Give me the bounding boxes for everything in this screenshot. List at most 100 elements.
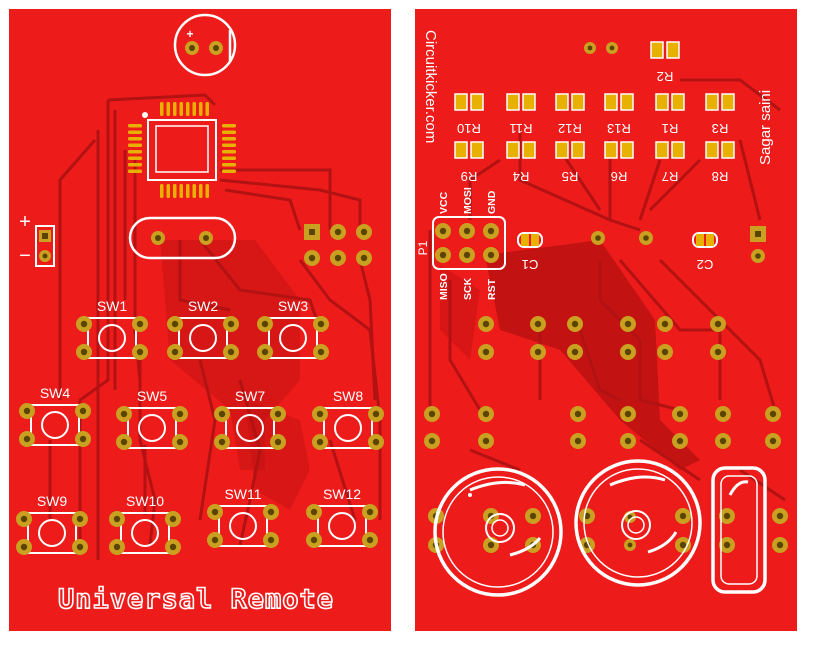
through-hole-pad [624,539,636,551]
tactile-switch-footprint: SW2 [167,298,239,360]
switch-label: SW1 [97,298,128,314]
through-hole-pad [620,316,636,332]
led-plus-label: + [186,27,193,41]
through-hole-pad [530,344,546,360]
chip-pin [186,102,190,116]
through-hole-pad [620,344,636,360]
through-hole-pad [715,406,731,422]
chip-pin [179,184,183,198]
smd-resistor-footprint: R7 [655,141,685,184]
component-label: R12 [558,121,582,136]
battery-connector: + − [19,211,55,267]
copper-pour-region [485,240,700,470]
chip-pin [128,130,142,134]
through-hole-pad [675,537,691,553]
component-label: R11 [510,121,533,136]
pin-label: VCC [438,191,450,214]
smd-resistor-footprint: R6 [604,141,634,184]
chip-pin [173,102,177,116]
through-hole-pad [570,406,586,422]
pin-label: SCK [462,277,474,300]
author-text: Sagar saini [757,90,774,165]
switch-label: SW10 [126,493,164,509]
through-hole-pad [525,508,541,524]
led-pad [606,42,618,54]
smd-resistor-footprint: R9 [454,141,484,184]
smd-resistor-footprint: R1 [655,93,685,136]
component-label: R4 [513,169,530,184]
switch-label: SW12 [323,486,361,502]
chip-pin [205,184,209,198]
buzzer-footprint-2 [574,459,702,587]
chip-pin [128,143,142,147]
via-pad [751,249,765,263]
chip-pin [199,102,203,116]
smd-resistor-footprint: R5 [555,141,585,184]
component-label: R1 [662,121,679,136]
through-hole-pad [715,433,731,449]
switch-label: SW11 [224,486,261,502]
through-hole-pad [478,316,494,332]
copper-pour-region [245,400,310,510]
through-hole-pad [657,316,673,332]
tactile-switch-footprint: SW10 [109,493,181,555]
board-title: Universal Remote [58,584,334,615]
through-hole-pad [478,433,494,449]
switch-label: SW4 [40,385,71,401]
ir-receiver-footprint [711,466,767,594]
smd-resistor-footprint: R8 [705,141,735,184]
tactile-switch-footprint: SW11 [207,486,279,548]
trace-group [428,78,786,502]
chip-pin [222,137,236,141]
tactile-switch-footprint: SW12 [306,486,378,548]
component-label: R6 [611,169,628,184]
isp-header-pad [459,223,475,239]
chip-pin [222,169,236,173]
chip-pin [222,156,236,160]
battery-plus-label: + [19,211,31,233]
chip-pin [222,163,236,167]
smd-resistor-footprint: R4 [506,141,536,184]
via-pad [591,231,605,245]
brand-text: Circuitkicker.com [422,30,439,143]
chip-pin [128,169,142,173]
component-label: R7 [662,169,679,184]
connector-pad [304,250,320,266]
through-hole-pad [478,344,494,360]
tactile-switch-footprint: SW1 [76,298,148,360]
buzzer-footprint-1 [433,467,563,597]
crystal-footprint [128,216,237,260]
led-footprint: + [173,13,237,77]
through-hole-pad [672,406,688,422]
component-label: R10 [457,121,481,136]
through-hole-pad [620,433,636,449]
through-hole-pad [672,433,688,449]
chip-pin [173,184,177,198]
pin-label: MISO [438,273,450,300]
chip-pin [222,143,236,147]
smd-resistor-footprint: R11 [506,93,536,136]
chip-pin [128,124,142,128]
chip-pin [166,184,170,198]
microcontroller-footprint [128,102,236,198]
smd-capacitor-footprint: C1 [517,232,543,272]
through-hole-pad [657,344,673,360]
chip-pin [128,163,142,167]
switch-label: SW3 [278,298,309,314]
through-hole-pad [772,537,788,553]
component-label: C1 [522,257,539,272]
switch-label: SW2 [188,298,219,314]
chip-pin [192,184,196,198]
through-hole-pad [719,537,735,553]
connector-pad [356,250,372,266]
through-hole-pad-group [424,42,788,553]
ir-pad-group [304,224,372,266]
tactile-switch-footprint: SW5 [116,388,188,450]
pin-label: RST [486,278,498,300]
isp-header-pad [435,223,451,239]
chip-pin [222,130,236,134]
led-pad [584,42,596,54]
